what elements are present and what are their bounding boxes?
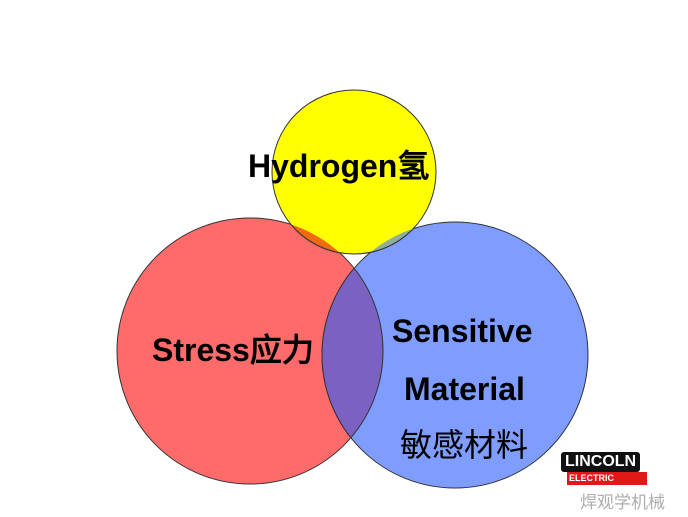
watermark: 焊观学机械 [580, 493, 665, 512]
logo-bottom-text: ELECTRIC [567, 472, 647, 485]
label-material-line2: Material [404, 371, 525, 407]
lincoln-logo: LINCOLN ELECTRIC [561, 452, 647, 485]
label-stress: Stress应力 [152, 332, 314, 368]
label-material-line1: Sensitive [392, 313, 533, 349]
overlap-stress-material [321, 221, 383, 484]
stress-outline [322, 222, 384, 485]
logo-top-text: LINCOLN [561, 452, 641, 472]
label-hydrogen: Hydrogen氢 [248, 148, 430, 184]
label-material-line3: 敏感材料 [400, 427, 529, 463]
circle-hydrogen [271, 89, 437, 255]
